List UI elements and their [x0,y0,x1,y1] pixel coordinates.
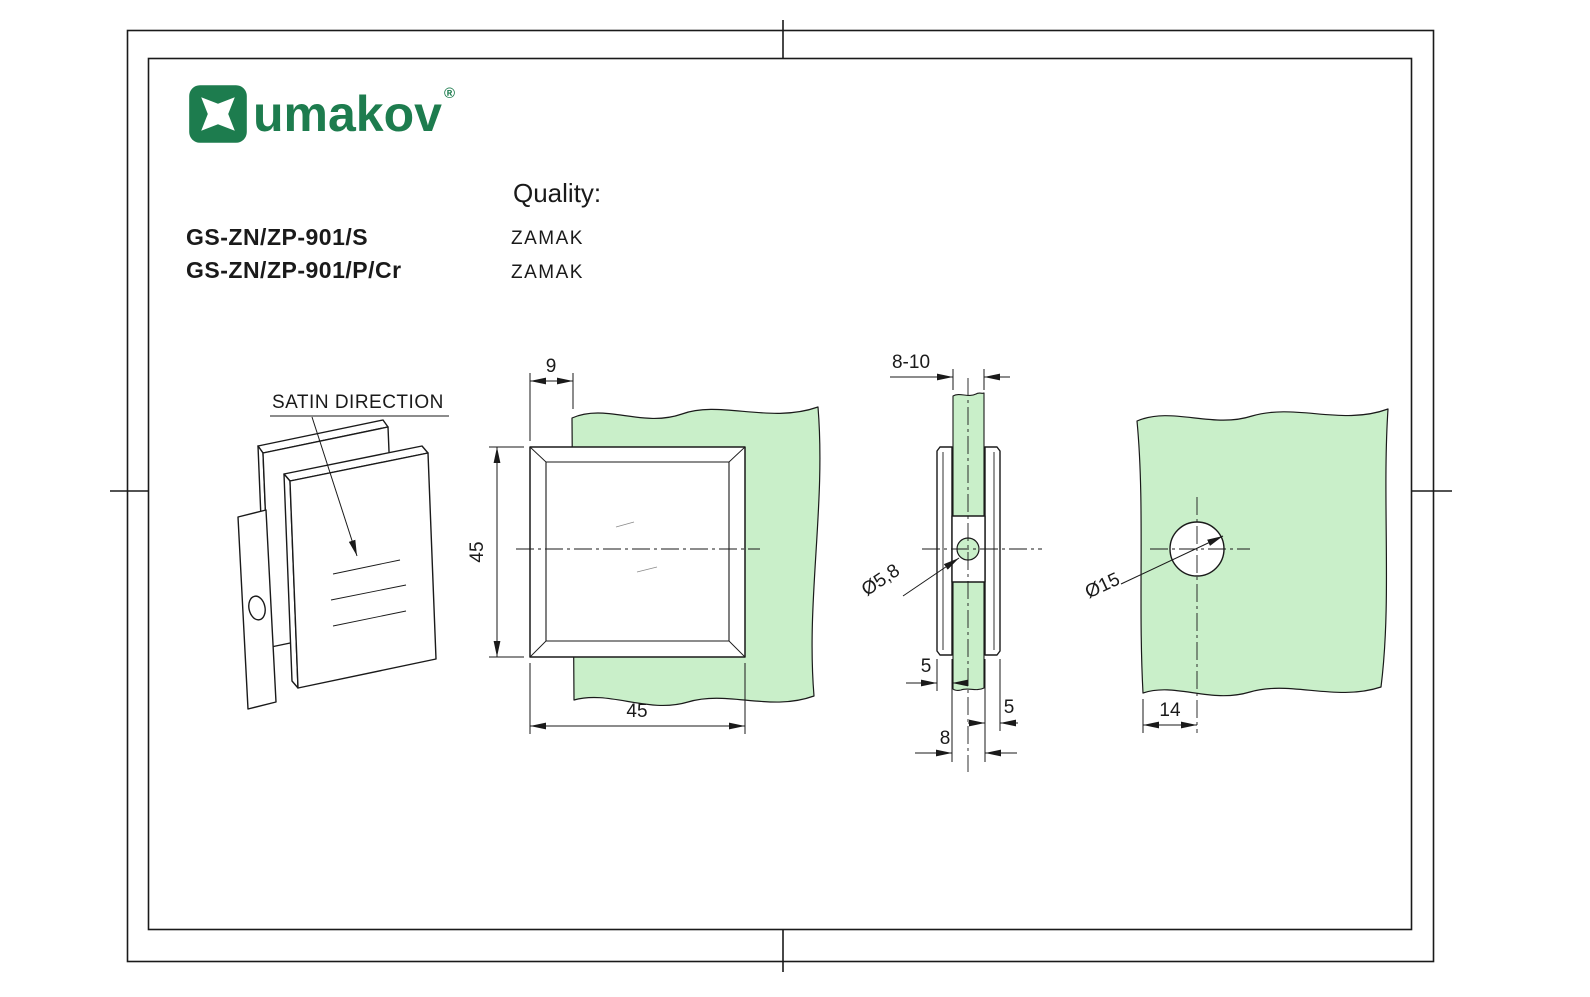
right-clamp-plate-section [984,446,1001,656]
dim-text-45-height: 45 [467,541,488,562]
section-view: 8-10 Ø5,8 5 5 [858,352,1042,772]
brand-name: umakov [253,86,442,142]
dim-text-5-left: 5 [921,656,932,677]
hole-view: Ø15 14 [1082,408,1389,733]
left-clamp-plate-section [936,446,953,656]
product-quality-2: ZAMAK [511,262,584,283]
satin-texture-line [332,610,407,627]
bevel-line [728,446,746,463]
dim-front-height: 45 [467,446,524,658]
dim-edge-offset: 14 [1142,699,1197,733]
dim-text-45-width: 45 [626,701,647,722]
bevel-line [529,640,547,658]
inner-border [147,57,1413,931]
quality-label: Quality: [513,178,602,208]
surface-mark [636,566,658,573]
dim-text-5-right: 5 [1004,697,1015,718]
front-plate-face [289,452,437,689]
clamp-outer-square [529,446,746,658]
dim-text-dia-15: Ø15 [1082,569,1123,603]
dim-section-bottom: 8 [915,728,1017,757]
umakov-logo: umakov ® [188,84,455,144]
surface-mark [615,521,635,528]
dim-front-width: 45 [529,663,746,734]
bevel-line [728,640,746,658]
glass-panel-hole-view [1136,408,1389,697]
bevel-line [529,446,547,463]
product-code-2: GS-ZN/ZP-901/P/Cr [186,257,402,283]
satin-leader-arrow [311,416,358,557]
logo-star-icon [201,97,235,131]
dim-text-9: 9 [546,356,557,377]
dim-glass-thickness: 8-10 [890,352,1010,390]
dim-left-plate: 5 [906,656,968,762]
front-view: 9 45 45 [467,356,821,734]
registered-mark-icon: ® [443,85,456,102]
product-quality-1: ZAMAK [511,228,584,249]
outer-border [126,29,1435,963]
satin-direction-label: SATIN DIRECTION [272,392,444,413]
satin-texture-line [332,559,401,575]
sheet-frame [110,20,1452,972]
spine-screw-hole [248,595,266,621]
dim-front-top-offset: 9 [529,356,574,441]
iso-view: SATIN DIRECTION [237,392,449,710]
dim-text-8: 8 [940,728,951,749]
dim-right-plate: 5 [968,659,1018,762]
satin-texture-line [330,584,407,601]
dim-text-8-10: 8-10 [892,352,930,373]
leader-line [1120,535,1224,585]
leader-line [902,557,960,597]
product-code-1: GS-ZN/ZP-901/S [186,224,369,250]
umakov-logo-icon [189,85,247,143]
dim-text-dia-5-8: Ø5,8 [858,560,904,600]
dim-text-14: 14 [1159,700,1181,721]
